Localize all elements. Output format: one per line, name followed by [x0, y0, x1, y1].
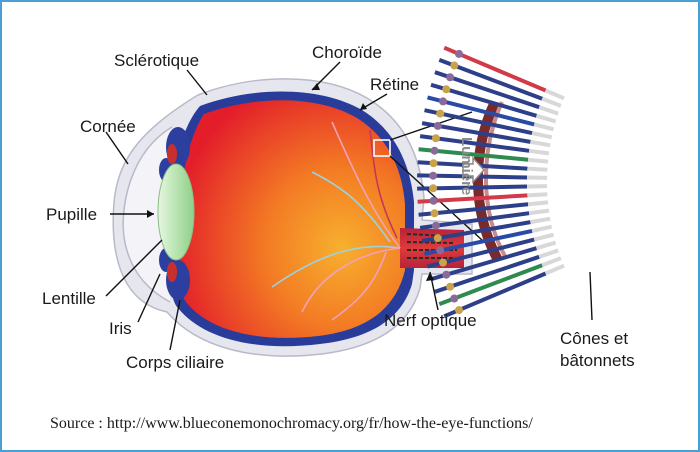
cell-nucleus — [439, 258, 447, 267]
cell-nucleus — [446, 73, 455, 82]
outer-segment — [541, 96, 562, 108]
cell-nucleus — [436, 246, 445, 255]
label-choroide: Choroïde — [312, 43, 382, 62]
cell-nucleus — [450, 294, 459, 303]
outer-segment — [527, 192, 548, 198]
label-lentille: Lentille — [42, 289, 96, 308]
outer-segment — [527, 166, 548, 172]
photoreceptor-cells — [417, 45, 565, 319]
leader-corps-ciliaire — [169, 299, 181, 351]
label-cones-line1: Cônes et — [560, 329, 628, 348]
label-cones-line2: bâtonnets — [560, 351, 635, 370]
lens — [157, 163, 195, 261]
label-nerf-optique: Nerf optique — [384, 311, 477, 330]
cell-nucleus — [433, 121, 442, 130]
cell-nucleus — [446, 282, 455, 291]
cell-nucleus — [442, 270, 451, 279]
outer-segment — [527, 157, 549, 164]
outer-segment — [538, 248, 559, 259]
iris-shape — [167, 144, 177, 282]
photoreceptor-section — [417, 45, 565, 319]
label-sclerotique: Sclérotique — [114, 51, 199, 70]
cell-nucleus — [430, 146, 439, 155]
cell-nucleus — [442, 85, 451, 94]
outer-segment — [541, 256, 562, 268]
cell-nucleus — [450, 61, 459, 70]
leader-cones — [589, 271, 593, 321]
light-arrow-icon — [462, 156, 486, 184]
outer-segment — [535, 240, 557, 251]
outer-segment — [544, 263, 565, 276]
cell-nucleus — [455, 49, 463, 58]
label-corps-ciliaire: Corps ciliaire — [126, 353, 224, 372]
outer-segment — [527, 200, 549, 207]
leader-lentille — [105, 239, 163, 297]
outer-segment — [533, 232, 555, 242]
label-pupille: Pupille — [46, 205, 97, 224]
leader-iris — [137, 273, 161, 323]
cell-nucleus — [429, 196, 438, 205]
label-retine: Rétine — [370, 75, 419, 94]
leader-arrowheads — [147, 83, 434, 281]
outer-segment — [530, 216, 551, 225]
outer-segment — [531, 131, 553, 140]
cell-nucleus — [433, 234, 442, 243]
zoom-box — [373, 139, 391, 157]
cell-nucleus — [429, 171, 438, 180]
cell-nucleus — [436, 109, 445, 118]
cell-nucleus — [455, 306, 463, 315]
leader-cornee — [105, 131, 129, 165]
outer-segment — [531, 224, 553, 233]
label-cornee: Cornée — [80, 117, 136, 136]
blood-vessels — [271, 121, 401, 321]
outer-segment — [544, 88, 565, 101]
cell-nucleus — [429, 159, 438, 168]
outer-segment — [533, 122, 555, 132]
label-iris: Iris — [109, 319, 132, 338]
cell-nucleus — [431, 134, 440, 143]
leader-sclerotique — [186, 69, 208, 96]
outer-segment — [538, 105, 559, 116]
outer-segment — [530, 139, 551, 148]
outer-segment — [528, 148, 550, 156]
outer-segment — [528, 208, 550, 216]
source-citation: Source : http://www.blueconemonochromacy… — [50, 415, 533, 432]
cell-nucleus — [430, 209, 439, 218]
cell-nucleus — [439, 97, 447, 106]
cell-nucleus — [429, 184, 438, 193]
outer-segment — [535, 113, 557, 124]
label-lumiere: Lumière — [458, 137, 475, 195]
cell-nucleus — [431, 221, 440, 230]
